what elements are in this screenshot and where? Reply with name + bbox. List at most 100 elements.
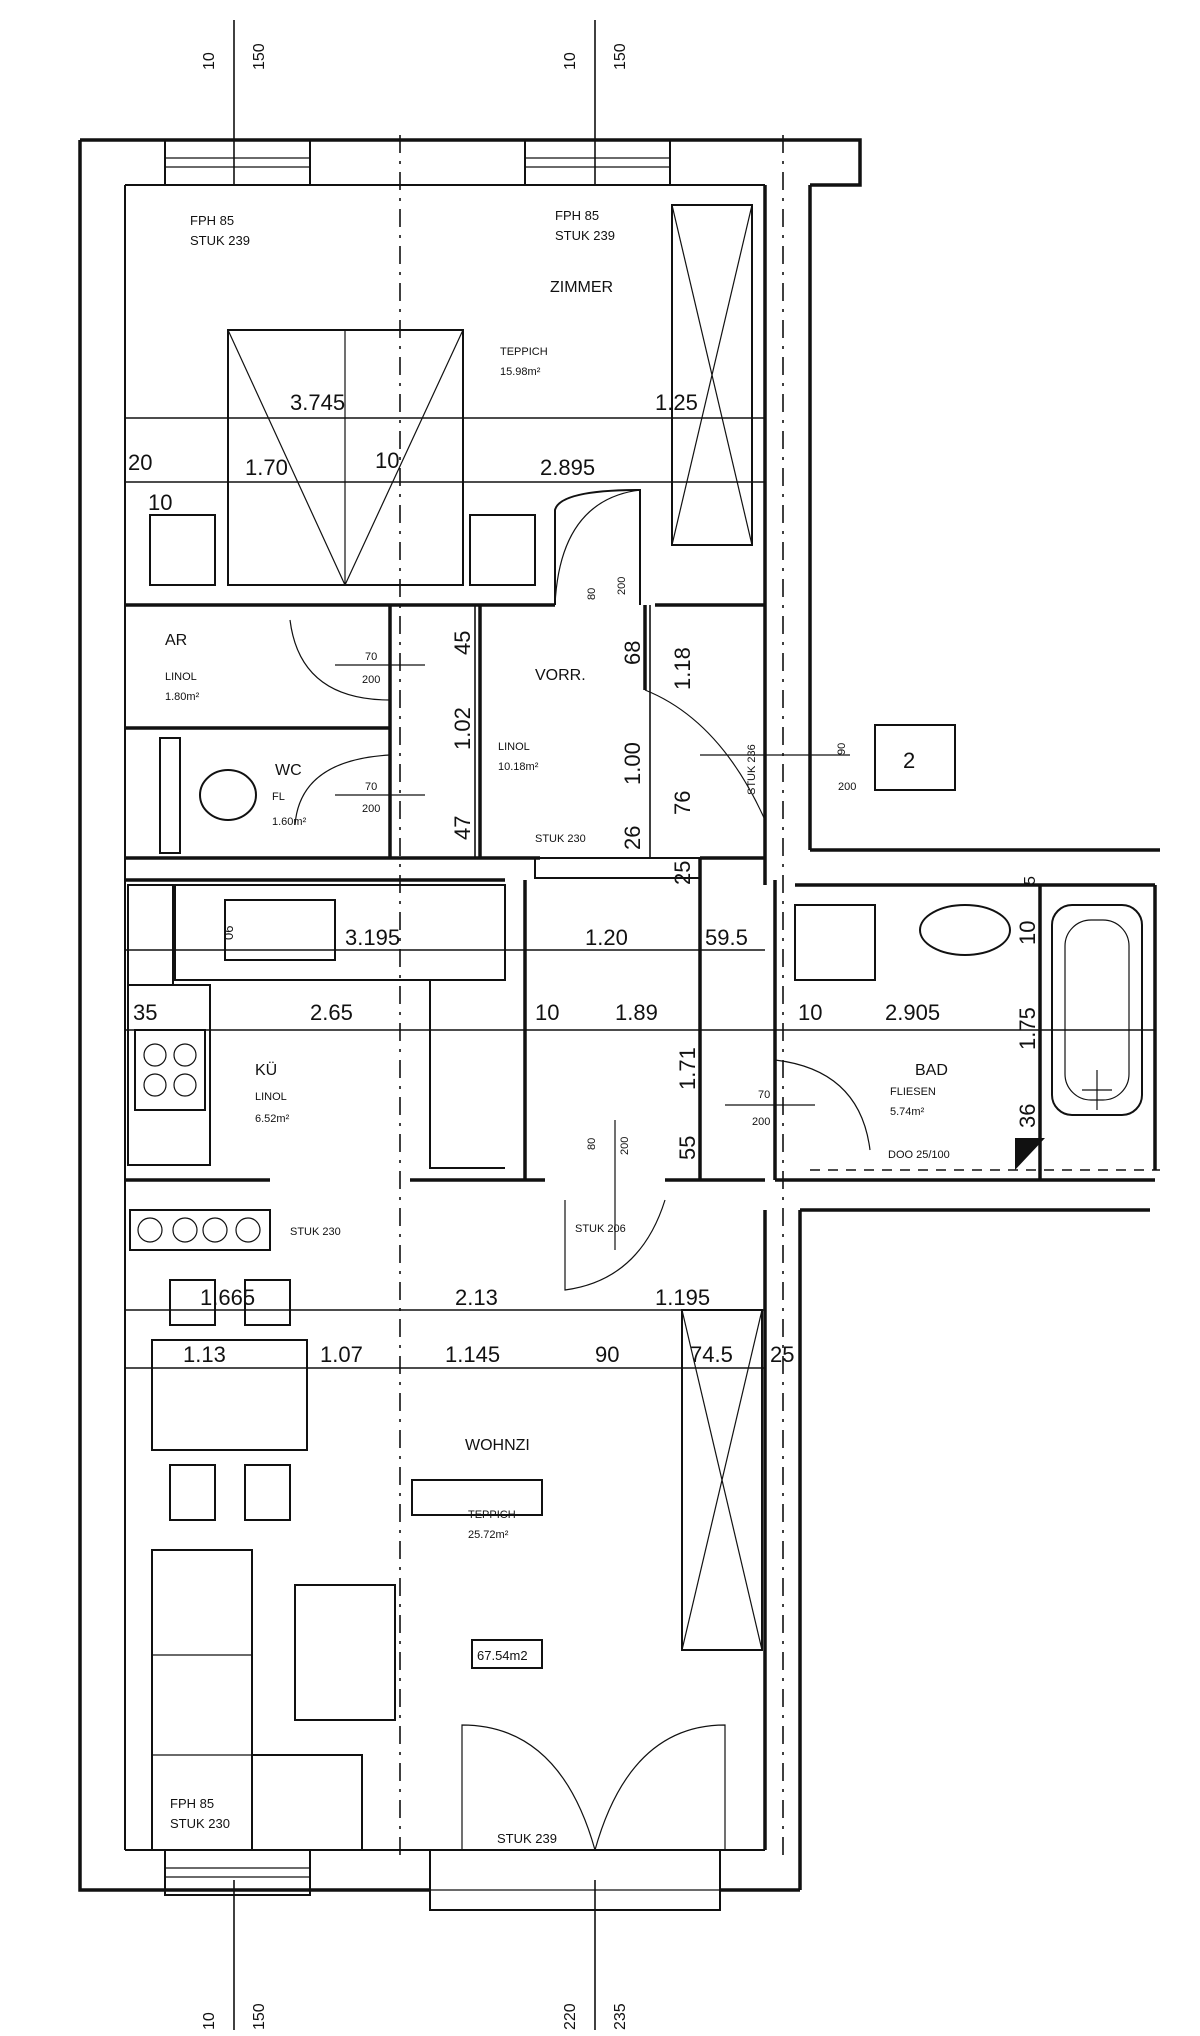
wohnz-name: WOHNZI (465, 1437, 530, 1454)
dim-label: 10 (535, 1000, 559, 1025)
axis-label: 10 (201, 52, 218, 70)
vorr-floor: LINOL (498, 741, 530, 753)
dim-label: 1.07 (320, 1342, 363, 1367)
axis-label: 220 (562, 2003, 579, 2030)
wohnz-stuk-2: STUK 239 (497, 1831, 557, 1846)
dim-label: 3.745 (290, 390, 345, 415)
dim-label: 1.70 (245, 455, 288, 480)
dim-label: 45 (450, 631, 475, 655)
axis-label: 150 (612, 43, 629, 70)
door-label: 200 (619, 1137, 631, 1155)
bad-area: 5.74m² (890, 1106, 925, 1118)
bad-floor: FLIESEN (890, 1086, 936, 1098)
dim-label: 1.00 (620, 742, 645, 785)
door-label: 200 (362, 803, 380, 815)
vorr-name: VORR. (535, 667, 586, 684)
counter (127, 984, 211, 1166)
vorr-area: 10.18m² (498, 761, 539, 773)
dim-label: 1.13 (183, 1342, 226, 1367)
windows (164, 139, 721, 1911)
stove (134, 1029, 206, 1111)
outer-walls (78, 138, 1160, 1892)
sofa (151, 1549, 253, 1851)
dim-label: 74.5 (690, 1342, 733, 1367)
total-area: 67.54m2 (477, 1648, 528, 1663)
door-label: 80 (586, 588, 598, 600)
dim-label: 1.665 (200, 1285, 255, 1310)
kitchen-fixtures (127, 884, 506, 1169)
dim-label: 1.18 (670, 647, 695, 690)
dim-label: 2.905 (885, 1000, 940, 1025)
ku-name: KÜ (255, 1061, 277, 1079)
unit-number-box (874, 724, 956, 791)
zimmer-fph-2: FPH 85 (555, 208, 599, 223)
radiator (129, 1209, 271, 1251)
zimmer-name: ZIMMER (550, 279, 613, 296)
dimension-lines (125, 417, 1155, 1369)
dim-label: 59.5 (705, 925, 748, 950)
dim-label: 25 (770, 1342, 794, 1367)
zimmer-floor: TEPPICH (500, 346, 548, 358)
dim-label: 1.25 (655, 390, 698, 415)
top-axis-markers: 10 150 10 150 (201, 20, 629, 185)
nightstand (469, 514, 536, 586)
ku-floor: LINOL (255, 1091, 287, 1103)
dim-label: 10 (798, 1000, 822, 1025)
ar-name: AR (165, 632, 187, 649)
axis-label: 10 (201, 2012, 218, 2030)
wc-floor: FL (272, 791, 285, 803)
bathtub (1051, 904, 1143, 1116)
nightstand (149, 514, 216, 586)
bottom-axis-markers: 10 150 220 235 (201, 1880, 629, 2030)
door-label: 90 (836, 743, 848, 755)
zimmer-furniture (149, 204, 753, 586)
area-box (411, 1479, 543, 1516)
bath-fixtures (794, 904, 1143, 1170)
dim-label: 55 (675, 1136, 700, 1160)
door-stuk: STUK 206 (575, 1223, 626, 1235)
ku-stuk: STUK 230 (290, 1226, 341, 1238)
dim-label: 26 (620, 826, 645, 850)
axis-label: 10 (562, 52, 579, 70)
dim-label: 68 (620, 641, 645, 665)
dim-label: 47 (450, 816, 475, 840)
zimmer-stuk: STUK 239 (190, 233, 250, 248)
zimmer-stuk-2: STUK 239 (555, 228, 615, 243)
table (151, 1339, 308, 1451)
dim-label: 1.89 (615, 1000, 658, 1025)
washbasin (919, 904, 1011, 956)
ku-area: 6.52m² (255, 1113, 290, 1125)
unit-number: 2 (903, 748, 915, 773)
door-label: 200 (616, 577, 628, 595)
wc-name: WC (275, 762, 302, 779)
zimmer-fph: FPH 85 (190, 213, 234, 228)
dim-label: 06 (221, 926, 236, 940)
wohnz-stuk: STUK 230 (170, 1816, 230, 1831)
zimmer-area: 15.98m² (500, 366, 541, 378)
total-area-box (471, 1639, 543, 1669)
door-stuk: STUK 236 (746, 744, 758, 795)
wohnz-furniture (151, 1279, 763, 1851)
door-label: 200 (838, 781, 856, 793)
dim-label: 1.195 (655, 1285, 710, 1310)
dim-label: 2.895 (540, 455, 595, 480)
door-label: 200 (362, 674, 380, 686)
ar-floor: LINOL (165, 671, 197, 683)
dim-label: 1.75 (1015, 1007, 1040, 1050)
wohnz-floor: TEPPICH (468, 1509, 516, 1521)
dim-label: 25 (670, 861, 695, 885)
coffee-table (294, 1584, 396, 1721)
dim-label: 20 (128, 450, 152, 475)
axis-label: 150 (251, 2003, 268, 2030)
door-label: 80 (586, 1138, 598, 1150)
bad-name: BAD (915, 1062, 948, 1079)
dim-label: 10 (375, 448, 399, 473)
dim-label: 1.02 (450, 707, 475, 750)
dim-label: 3.195 (345, 925, 400, 950)
ar-area: 1.80m² (165, 691, 200, 703)
dim-label: 10 (1015, 921, 1040, 945)
axis-label: 150 (251, 43, 268, 70)
door-label: 70 (758, 1089, 770, 1101)
dim-label: 1.71 (675, 1047, 700, 1090)
wardrobe (671, 204, 753, 546)
